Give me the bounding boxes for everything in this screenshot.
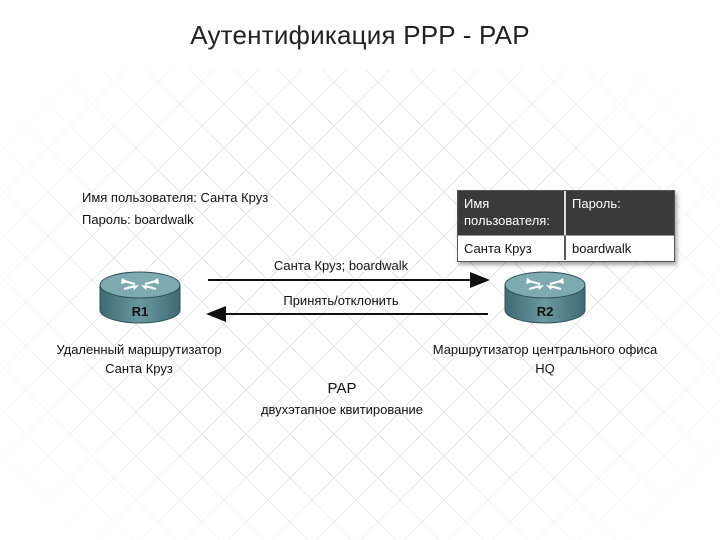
protocol-name: PAP <box>328 380 357 397</box>
credentials-header-username: Имя пользователя: <box>458 191 566 235</box>
router-r1-label: R1 <box>132 304 149 319</box>
response-arrow-label: Принять/отклонить <box>283 293 398 308</box>
credentials-header-password: Пароль: <box>572 196 621 211</box>
request-arrow-label: Санта Круз; boardwalk <box>274 258 409 273</box>
credentials-table-header: Имя пользователя: Пароль: <box>458 191 674 235</box>
credentials-table: Имя пользователя: Пароль: Санта Круз boa… <box>457 190 675 262</box>
r2-caption-line2: HQ <box>535 361 555 376</box>
r1-caption-line2: Санта Круз <box>105 361 173 376</box>
r2-caption-line1: Маршрутизатор центрального офиса <box>433 342 658 357</box>
r1-username-text: Имя пользователя: Санта Круз <box>82 190 269 205</box>
router-r2-icon <box>504 271 586 324</box>
credentials-cell-username: Санта Круз <box>458 236 566 260</box>
protocol-description: двухэтапное квитирование <box>261 402 423 417</box>
page-title: Аутентификация PPP - PAP <box>190 20 530 50</box>
credentials-cell-password: boardwalk <box>572 241 632 256</box>
router-r2-label: R2 <box>537 304 554 319</box>
credentials-table-row: Санта Круз boardwalk <box>458 235 674 260</box>
r1-caption-line1: Удаленный маршрутизатор <box>56 342 221 357</box>
r1-password-text: Пароль: boardwalk <box>82 212 194 227</box>
router-r1-icon <box>99 271 181 324</box>
